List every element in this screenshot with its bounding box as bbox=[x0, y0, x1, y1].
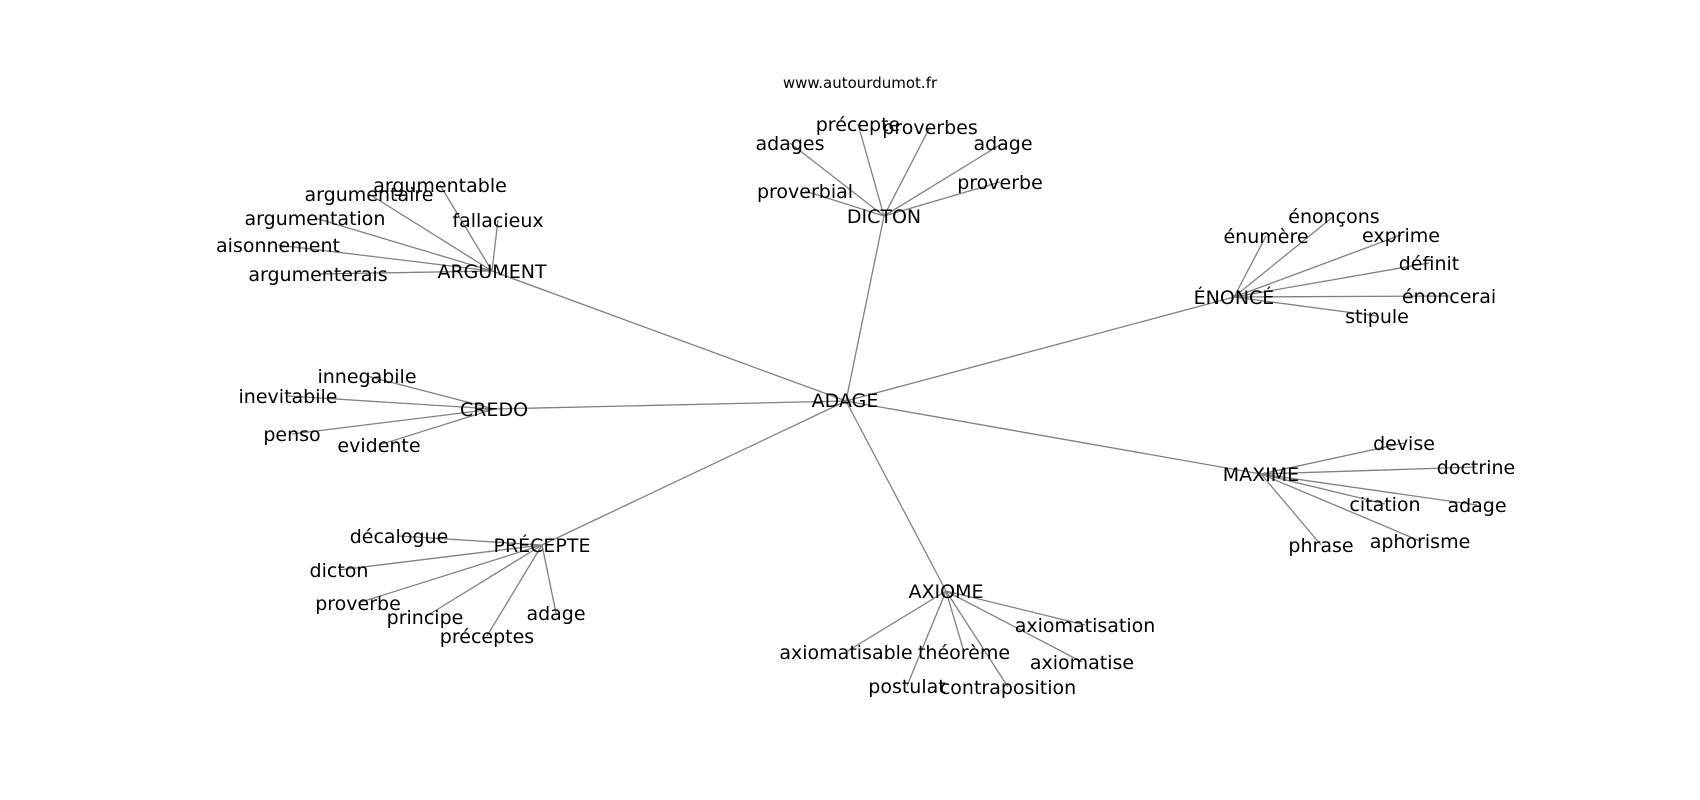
edge-dicton-leaf bbox=[883, 142, 1004, 217]
edge-axiome-leaf bbox=[945, 590, 965, 653]
edge-center-dicton bbox=[845, 215, 885, 402]
edge-enonce-leaf bbox=[1233, 235, 1267, 298]
leaf-node: énonçons bbox=[1288, 206, 1379, 228]
leaf-node: adage bbox=[526, 603, 585, 625]
edge-maxime-leaf bbox=[1260, 442, 1405, 475]
edge-precepte-leaf bbox=[398, 535, 543, 546]
edge-precepte-leaf bbox=[357, 544, 543, 604]
edge-axiome-leaf bbox=[906, 590, 947, 687]
leaf-node: contraposition bbox=[940, 677, 1076, 699]
edge-credo-leaf bbox=[366, 375, 495, 410]
edge-axiome-leaf bbox=[945, 590, 1083, 663]
edge-enonce-leaf bbox=[1233, 234, 1402, 298]
source-watermark: www.autourdumot.fr bbox=[783, 74, 938, 92]
leaf-node: axiomatise bbox=[1030, 652, 1134, 674]
hub-node-credo: CREDO bbox=[460, 399, 528, 421]
center-node: ADAGE bbox=[812, 390, 879, 412]
edge-axiome-leaf bbox=[945, 590, 1009, 688]
leaf-node: argumentable bbox=[373, 175, 507, 197]
edge-maxime-leaf bbox=[1260, 473, 1386, 505]
leaf-node: dicton bbox=[310, 560, 369, 582]
leaf-node: argumentation bbox=[245, 208, 386, 230]
leaf-node: définit bbox=[1399, 253, 1460, 275]
edge-enonce-leaf bbox=[1233, 215, 1335, 298]
edge-center-axiome bbox=[845, 400, 947, 592]
edge-argument-leaf bbox=[368, 193, 493, 272]
edge-credo-leaf bbox=[291, 408, 495, 435]
edge-axiome-leaf bbox=[945, 590, 1086, 626]
hub-node-enonce: ÉNONCÉ bbox=[1194, 286, 1275, 309]
leaf-node: énumère bbox=[1223, 226, 1308, 248]
leaf-node: evidente bbox=[337, 435, 420, 457]
edge-center-maxime bbox=[845, 400, 1262, 475]
graph-labels: www.autourdumot.fr ADAGE DICTONpréceptep… bbox=[216, 74, 1515, 699]
leaf-node: axiomatisable bbox=[779, 642, 912, 664]
edge-precepte-leaf bbox=[486, 544, 543, 637]
edge-argument-leaf bbox=[317, 270, 493, 275]
edge-credo-leaf bbox=[287, 395, 495, 410]
leaf-node: aphorisme bbox=[1370, 531, 1471, 553]
edge-dicton-leaf bbox=[883, 126, 931, 217]
edge-maxime-leaf bbox=[1260, 466, 1477, 475]
edge-credo-leaf bbox=[378, 408, 495, 446]
edge-precepte-leaf bbox=[338, 544, 543, 571]
edge-dicton-leaf bbox=[789, 142, 885, 217]
leaf-node: fallacieux bbox=[452, 210, 543, 232]
edge-maxime-leaf bbox=[1260, 473, 1478, 506]
hub-node-precepte: PRÉCEPTE bbox=[493, 534, 590, 557]
leaf-node: adage bbox=[973, 133, 1032, 155]
leaf-node: proverbial bbox=[757, 181, 853, 203]
leaf-node: proverbe bbox=[315, 593, 401, 615]
leaf-node: décalogue bbox=[350, 526, 449, 548]
leaf-node: exprime bbox=[1362, 225, 1440, 247]
hub-node-axiome: AXIOME bbox=[909, 581, 984, 603]
leaf-node: principe bbox=[387, 607, 464, 629]
edge-center-precepte bbox=[541, 400, 847, 546]
edge-argument-leaf bbox=[314, 217, 493, 272]
edge-argument-leaf bbox=[491, 219, 499, 272]
leaf-node: argumentaire bbox=[305, 184, 434, 206]
leaf-node: adages bbox=[756, 133, 825, 155]
leaf-node: innegabile bbox=[317, 366, 416, 388]
graph-edges bbox=[277, 123, 1478, 688]
edge-precepte-leaf bbox=[541, 544, 557, 614]
leaf-node: théorème bbox=[918, 642, 1010, 664]
hub-node-maxime: MAXIME bbox=[1223, 464, 1299, 486]
hub-node-dicton: DICTON bbox=[847, 206, 921, 228]
leaf-node: postulat bbox=[868, 676, 945, 698]
edge-dicton-leaf bbox=[804, 190, 885, 217]
edge-center-argument bbox=[491, 270, 847, 402]
leaf-node: proverbe bbox=[957, 172, 1043, 194]
edge-enonce-leaf bbox=[1233, 295, 1450, 298]
leaf-node: stipule bbox=[1345, 306, 1409, 328]
edge-dicton-leaf bbox=[857, 123, 885, 217]
leaf-node: aisonnement bbox=[216, 235, 340, 257]
edge-maxime-leaf bbox=[1260, 473, 1421, 542]
edge-enonce-leaf bbox=[1233, 262, 1430, 298]
leaf-node: penso bbox=[263, 424, 320, 446]
edge-center-enonce bbox=[845, 296, 1235, 402]
hub-node-argument: ARGUMENT bbox=[437, 261, 546, 283]
edge-precepte-leaf bbox=[424, 544, 543, 618]
edge-maxime-leaf bbox=[1260, 473, 1322, 546]
edge-center-credo bbox=[493, 400, 847, 410]
edge-argument-leaf bbox=[439, 184, 493, 272]
leaf-node: doctrine bbox=[1437, 457, 1515, 479]
edge-argument-leaf bbox=[277, 244, 493, 272]
leaf-node: adage bbox=[1447, 495, 1506, 517]
edge-enonce-leaf bbox=[1233, 296, 1378, 317]
leaf-node: devise bbox=[1373, 433, 1435, 455]
leaf-node: énoncerai bbox=[1402, 286, 1496, 308]
leaf-node: argumenterais bbox=[248, 264, 387, 286]
leaf-node: proverbes bbox=[882, 117, 977, 139]
leaf-node: préceptes bbox=[440, 626, 534, 648]
leaf-node: phrase bbox=[1288, 535, 1353, 557]
edge-axiome-leaf bbox=[845, 590, 947, 653]
leaf-node: citation bbox=[1349, 494, 1420, 516]
leaf-node: inevitabile bbox=[239, 386, 338, 408]
edge-dicton-leaf bbox=[883, 181, 1001, 217]
leaf-node: précepte bbox=[816, 114, 900, 136]
leaf-node: axiomatisation bbox=[1015, 615, 1156, 637]
